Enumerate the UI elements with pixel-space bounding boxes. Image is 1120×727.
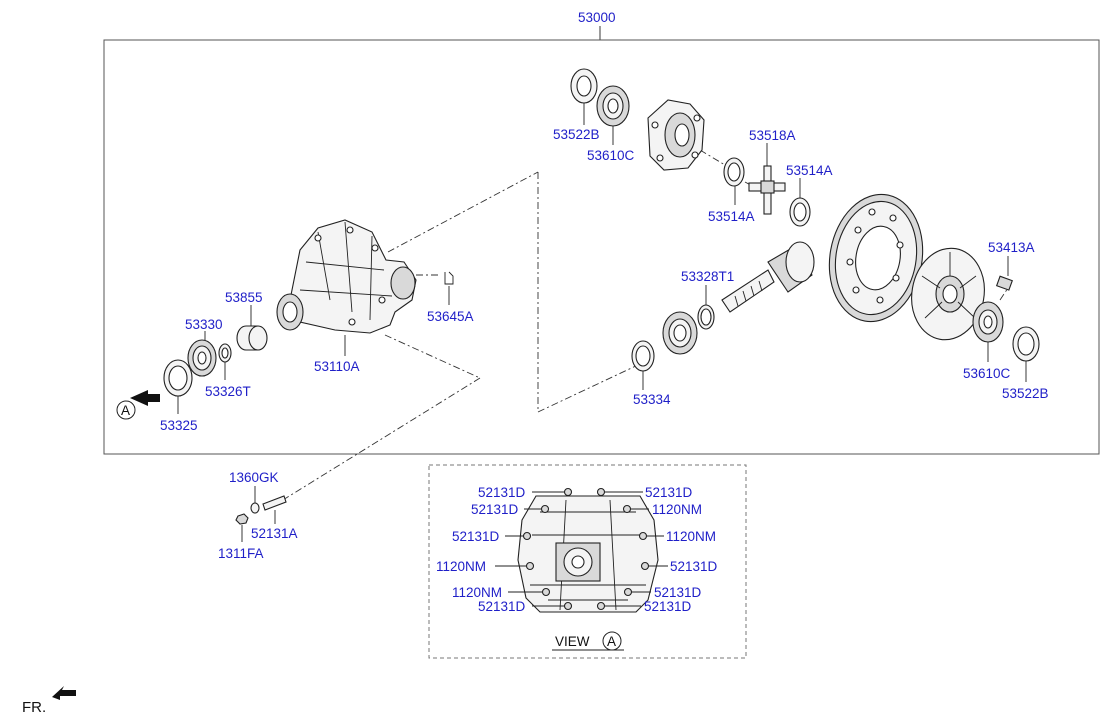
shim-53334[interactable]	[631, 340, 655, 372]
view-a-leaders	[495, 491, 668, 607]
washer-1360GK[interactable]	[250, 502, 260, 514]
view-a-label-52131D-6[interactable]: 52131D	[670, 559, 718, 574]
view-a-arrow-letter: A	[121, 403, 130, 418]
view-a-label-1120NM-7[interactable]: 1120NM	[452, 585, 502, 600]
label-53334[interactable]: 53334	[633, 392, 671, 407]
label-53610C-bottom[interactable]: 53610C	[963, 366, 1011, 381]
label-53610C-top[interactable]: 53610C	[587, 148, 635, 163]
view-a-label-52131D-8[interactable]: 52131D	[654, 585, 702, 600]
thrust-washer-53514A-left[interactable]	[723, 157, 745, 187]
bolt-53413A[interactable]	[995, 275, 1013, 291]
label-52131A[interactable]: 52131A	[251, 526, 298, 541]
thrust-washer-53514A-right[interactable]	[789, 197, 811, 227]
differential-case-right[interactable]	[905, 242, 992, 345]
view-a-arrow	[116, 390, 160, 420]
view-a-label-1120NM-4[interactable]: 1120NM	[666, 529, 716, 544]
front-arrow-icon	[52, 686, 76, 700]
bearing-53330[interactable]	[187, 339, 217, 377]
view-a-frame	[428, 464, 747, 659]
differential-case[interactable]	[647, 99, 705, 171]
stud-52131A[interactable]	[262, 495, 287, 511]
view-a-label-1120NM-r2[interactable]: 1120NM	[652, 502, 702, 517]
view-a-caption: VIEW	[555, 634, 590, 649]
ring-gear[interactable]	[820, 187, 933, 329]
assembly-number[interactable]: 53000	[578, 10, 616, 25]
label-53522B-bottom[interactable]: 53522B	[1002, 386, 1049, 401]
view-a-label-52131D-2[interactable]: 52131D	[471, 502, 519, 517]
vent-plug-53645A[interactable]	[444, 271, 454, 285]
view-a-label-1120NM-5[interactable]: 1120NM	[436, 559, 486, 574]
pinion-bearing-cone[interactable]	[662, 311, 698, 355]
guide-lines	[269, 149, 1011, 509]
pinion-shaft-53518A[interactable]	[748, 165, 786, 215]
housing-rear-view	[517, 495, 659, 613]
label-53514A-right[interactable]: 53514A	[786, 163, 833, 178]
assembly-frame	[103, 39, 1100, 455]
label-53522B-top[interactable]: 53522B	[553, 127, 600, 142]
label-53328T1[interactable]: 53328T1	[681, 269, 734, 284]
bearing-cup-53522B-top[interactable]	[570, 68, 598, 104]
view-a-label-52131D-10[interactable]: 52131D	[478, 599, 526, 614]
view-a-label-52131D-11[interactable]: 52131D	[644, 599, 692, 614]
label-53518A[interactable]: 53518A	[749, 128, 796, 143]
label-53326T[interactable]: 53326T	[205, 384, 251, 399]
label-53330[interactable]: 53330	[185, 317, 223, 332]
view-a-label-52131D-r1[interactable]: 52131D	[645, 485, 693, 500]
drive-pinion[interactable]	[721, 241, 815, 313]
view-a-caption-letter: A	[607, 634, 616, 649]
bearing-53610C-top[interactable]	[596, 85, 630, 127]
leader-lines	[177, 103, 1027, 542]
label-53325[interactable]: 53325	[160, 418, 198, 433]
view-a-bolts	[522, 487, 650, 611]
label-1360GK[interactable]: 1360GK	[229, 470, 279, 485]
label-1311FA[interactable]: 1311FA	[218, 546, 264, 561]
bearing-cup-53522B-bottom[interactable]	[1012, 326, 1040, 362]
label-53855[interactable]: 53855	[225, 290, 263, 305]
view-a-label-52131D-1[interactable]: 52131D	[478, 485, 526, 500]
view-a-label-52131D-3[interactable]: 52131D	[452, 529, 500, 544]
label-53413A[interactable]: 53413A	[988, 240, 1035, 255]
carrier-housing-53110A[interactable]	[276, 219, 417, 334]
nut-1311FA[interactable]	[235, 513, 249, 525]
bearing-53328T1[interactable]	[697, 304, 715, 330]
label-53514A-left[interactable]: 53514A	[708, 209, 755, 224]
oil-seal-53325[interactable]	[163, 359, 193, 397]
bearing-53610C-bottom[interactable]	[972, 301, 1004, 343]
collapsible-spacer-53855[interactable]	[236, 325, 268, 351]
label-53110A[interactable]: 53110A	[314, 359, 360, 374]
label-53645A[interactable]: 53645A	[427, 309, 474, 324]
ring-53326T[interactable]	[218, 343, 232, 363]
front-indicator: FR.	[22, 699, 46, 716]
